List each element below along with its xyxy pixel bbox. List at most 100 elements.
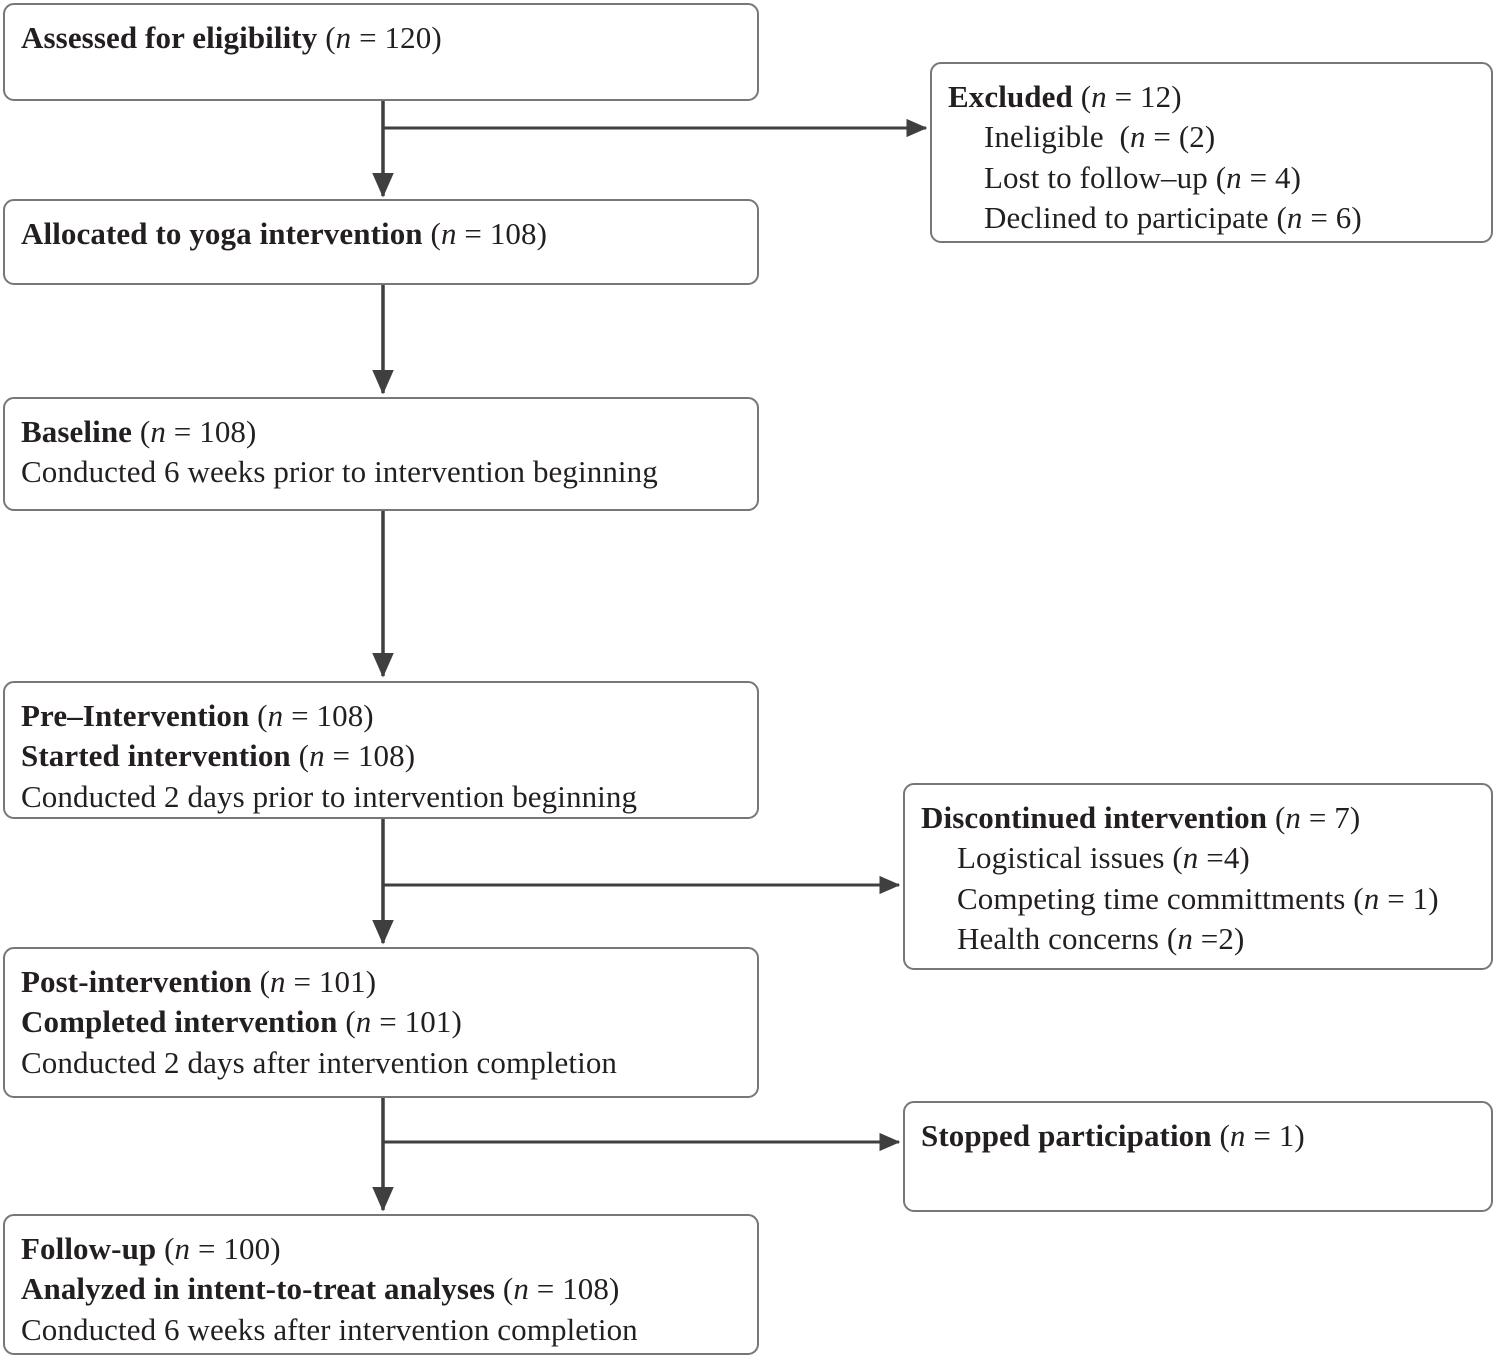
node-baseline[interactable]: Baseline (n = 108) Conducted 6 weeks prio… <box>3 397 759 511</box>
n-symbol: n <box>1226 159 1242 195</box>
paren-open: ( <box>1353 880 1364 916</box>
node-text-line: Follow-up (n = 100) <box>21 1229 741 1269</box>
paren-open: ( <box>1219 1118 1230 1153</box>
node-text-line: Pre–Intervention (n = 108) <box>21 696 741 736</box>
sample-size-group: (n = 1) <box>1353 881 1438 916</box>
node-text-line: Started intervention (n = 108) <box>21 736 741 776</box>
n-value: = 120) <box>351 20 442 55</box>
sample-size-group: (n = 1) <box>1219 1118 1304 1153</box>
n-symbol: n <box>1229 1118 1246 1153</box>
paren-open: ( <box>298 738 310 774</box>
sample-size-group: (n = 100) <box>164 1231 281 1266</box>
paren-open: ( <box>345 1004 356 1040</box>
node-text-line: Stopped participation (n = 1) <box>921 1116 1475 1156</box>
node-text-line: Analyzed in intent-to-treat analyses (n … <box>21 1269 741 1309</box>
node-text-line: Assessed for eligibility (n = 120) <box>21 18 741 58</box>
line-label: Started intervention <box>21 738 299 774</box>
sample-size-group: (n = 101) <box>345 1004 462 1039</box>
node-text-line: Excluded (n = 12) <box>948 77 1475 117</box>
line-label: Conducted 6 weeks after intervention com… <box>21 1311 638 1347</box>
n-symbol: n <box>309 738 325 774</box>
n-symbol: n <box>1285 800 1302 835</box>
node-stopped-participation[interactable]: Stopped participation (n = 1) <box>903 1101 1493 1212</box>
n-symbol: n <box>150 414 166 449</box>
node-text-line: Post-intervention (n = 101) <box>21 962 741 1002</box>
n-symbol: n <box>1129 119 1146 155</box>
n-value: = 1) <box>1245 1118 1305 1153</box>
line-label: Excluded <box>948 79 1081 114</box>
connector-pre-to-post-intervention <box>372 819 901 945</box>
line-label: Pre–Intervention <box>21 698 258 733</box>
n-value: = 6) <box>1302 199 1362 235</box>
connector-assessed-to-allocated <box>372 101 928 198</box>
n-symbol: n <box>267 698 284 733</box>
line-label: Discontinued intervention <box>921 800 1275 835</box>
line-label: Analyzed in intent-to-treat analyses <box>21 1271 503 1307</box>
line-label: Ineligible <box>984 119 1120 155</box>
n-symbol: n <box>513 1271 529 1307</box>
sample-size-group: (n =4) <box>1172 840 1250 875</box>
sample-size-group: (n = 4) <box>1216 160 1301 195</box>
n-symbol: n <box>1286 199 1303 235</box>
paren-open: ( <box>1166 920 1178 956</box>
connector-post-to-follow-up <box>372 1098 901 1212</box>
n-value: = 12) <box>1106 79 1182 114</box>
sample-size-group: (n = 120) <box>325 20 442 55</box>
n-value: = 108) <box>165 414 257 449</box>
paren-open: ( <box>1274 800 1286 835</box>
paren-open: ( <box>1215 159 1227 195</box>
paren-open: ( <box>1080 79 1092 114</box>
line-label: Assessed for eligibility <box>21 20 326 55</box>
sample-size-group: (n = (2) <box>1120 119 1216 154</box>
n-value: = 101) <box>285 964 377 999</box>
node-pre-intervention[interactable]: Pre–Intervention (n = 108)Started interv… <box>3 681 759 819</box>
paren-open: ( <box>325 20 336 55</box>
paren-open: ( <box>502 1271 514 1307</box>
n-value: = 108) <box>528 1271 620 1307</box>
n-symbol: n <box>1182 840 1199 876</box>
line-label: Conducted 6 weeks prior to intervention … <box>21 454 658 490</box>
line-label: Completed intervention <box>21 1004 346 1040</box>
line-label: Declined to participate <box>984 199 1277 235</box>
sample-size-group: (n = 7) <box>1275 800 1360 835</box>
node-text-line: Ineligible (n = (2) <box>948 117 1475 157</box>
n-value: = 7) <box>1301 800 1361 835</box>
n-value: =4) <box>1198 840 1250 876</box>
paren-open: ( <box>1172 840 1183 876</box>
n-symbol: n <box>174 1231 191 1266</box>
node-text-line: Conducted 6 weeks prior to intervention … <box>21 452 741 492</box>
line-label: Baseline <box>21 414 140 449</box>
node-text-line: Conducted 6 weeks after intervention com… <box>21 1310 741 1350</box>
paren-open: ( <box>257 698 268 733</box>
n-symbol: n <box>1177 920 1193 956</box>
n-symbol: n <box>335 20 352 55</box>
node-follow-up[interactable]: Follow-up (n = 100)Analyzed in intent-to… <box>3 1214 759 1355</box>
paren-open: ( <box>1119 119 1130 155</box>
sample-size-group: (n = 108) <box>503 1271 620 1306</box>
line-label: Stopped participation <box>921 1118 1220 1153</box>
n-symbol: n <box>1091 79 1107 114</box>
node-text-line: Lost to follow–up (n = 4) <box>948 158 1475 198</box>
n-value: = 108) <box>283 698 374 733</box>
paren-open: ( <box>430 216 441 251</box>
node-text-line: Discontinued intervention (n = 7) <box>921 798 1475 838</box>
n-value: = 1) <box>1379 880 1439 916</box>
node-post-intervention[interactable]: Post-intervention (n = 101)Completed int… <box>3 947 759 1098</box>
line-label: Post-intervention <box>21 964 260 999</box>
paren-open: ( <box>139 414 151 449</box>
n-value: = (2) <box>1145 119 1216 155</box>
node-text-line: Logistical issues (n =4) <box>921 838 1475 878</box>
sample-size-group: (n = 108) <box>299 738 416 773</box>
sample-size-group: (n = 108) <box>257 698 374 733</box>
n-value: = 101) <box>371 1004 462 1040</box>
node-text-line: Health concerns (n =2) <box>921 919 1475 959</box>
node-discontinued-intervention[interactable]: Discontinued intervention (n = 7)Logisti… <box>903 783 1493 970</box>
n-symbol: n <box>1363 880 1380 916</box>
node-text-line: Conducted 2 days prior to intervention b… <box>21 777 741 817</box>
node-allocated-to-yoga-intervention[interactable]: Allocated to yoga intervention (n = 108) <box>3 199 759 285</box>
sample-size-group: (n = 6) <box>1276 200 1361 235</box>
node-assessed-for-eligibility[interactable]: Assessed for eligibility (n = 120) <box>3 3 759 101</box>
node-excluded[interactable]: Excluded (n = 12)Ineligible (n = (2)Lost… <box>930 62 1493 243</box>
paren-open: ( <box>1276 199 1287 235</box>
n-value: =2) <box>1192 920 1245 956</box>
